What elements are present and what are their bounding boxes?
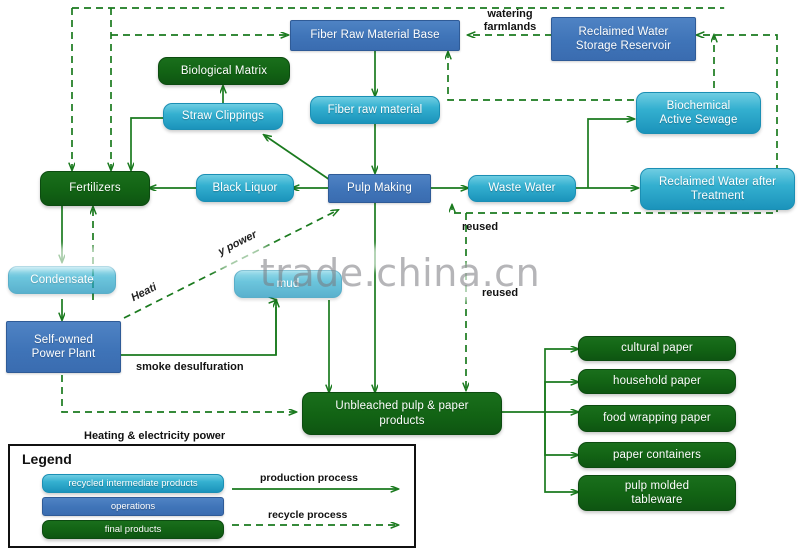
node-reclaimed-water-after-treatment[interactable]: Reclaimed Water after Treatment xyxy=(640,168,795,210)
legend-label-production-process: production process xyxy=(260,472,359,484)
node-unbleached-pulp-and-paper-products[interactable]: Unbleached pulp & paper products xyxy=(302,392,502,435)
watermark-haze-right xyxy=(410,262,800,302)
legend-label-recycle-process: recycle process xyxy=(268,509,348,521)
product-paper-containers[interactable]: paper containers xyxy=(578,442,736,468)
node-biochemical-active-sewage[interactable]: Biochemical Active Sewage xyxy=(636,92,761,134)
watermark: trade.china.cn xyxy=(0,240,800,305)
legend: Legend recycled intermediate products op… xyxy=(8,444,416,548)
node-fertilizers[interactable]: Fertilizers xyxy=(40,171,150,206)
node-pulp-making[interactable]: Pulp Making xyxy=(328,174,431,203)
node-fiber-raw-material-base[interactable]: Fiber Raw Material Base xyxy=(290,20,460,51)
node-biological-matrix[interactable]: Biological Matrix xyxy=(158,57,290,85)
edge-label-power-diagonal: y power xyxy=(216,228,259,259)
legend-title: Legend xyxy=(22,451,72,467)
node-black-liquor[interactable]: Black Liquor xyxy=(196,174,294,202)
node-straw-clippings[interactable]: Straw Clippings xyxy=(163,103,283,130)
product-pulp-molded-tableware[interactable]: pulp molded tableware xyxy=(578,475,736,511)
node-mud[interactable]: mud xyxy=(234,270,342,298)
edge-label-reused-bottom: reused xyxy=(482,287,519,299)
node-waste-water[interactable]: Waste Water xyxy=(468,175,576,202)
edge-label-watering-farmlands: watering farmlands xyxy=(483,8,537,33)
product-cultural-paper[interactable]: cultural paper xyxy=(578,336,736,361)
edge-label-heating-diagonal: Heati xyxy=(129,281,159,305)
edge-label-smoke-desulfuration: smoke desulfuration xyxy=(136,361,244,373)
legend-swatch-recycled-intermediate-products: recycled intermediate products xyxy=(42,474,224,493)
node-condensate[interactable]: Condensate xyxy=(8,266,116,294)
edge-label-reused-top: reused xyxy=(462,221,499,233)
node-self-owned-power-plant[interactable]: Self-owned Power Plant xyxy=(6,321,121,373)
edge-label-heating-and-electricity-power: Heating & electricity power xyxy=(84,430,226,442)
watermark-haze-mid xyxy=(150,246,410,270)
legend-swatch-final-products: final products xyxy=(42,520,224,539)
legend-line-layer xyxy=(232,446,414,546)
legend-swatch-operations: operations xyxy=(42,497,224,516)
node-fiber-raw-material[interactable]: Fiber raw material xyxy=(310,96,440,124)
product-household-paper[interactable]: household paper xyxy=(578,369,736,394)
node-reclaimed-water-storage-reservoir[interactable]: Reclaimed Water Storage Reservoir xyxy=(551,17,696,61)
product-food-wrapping-paper[interactable]: food wrapping paper xyxy=(578,405,736,432)
